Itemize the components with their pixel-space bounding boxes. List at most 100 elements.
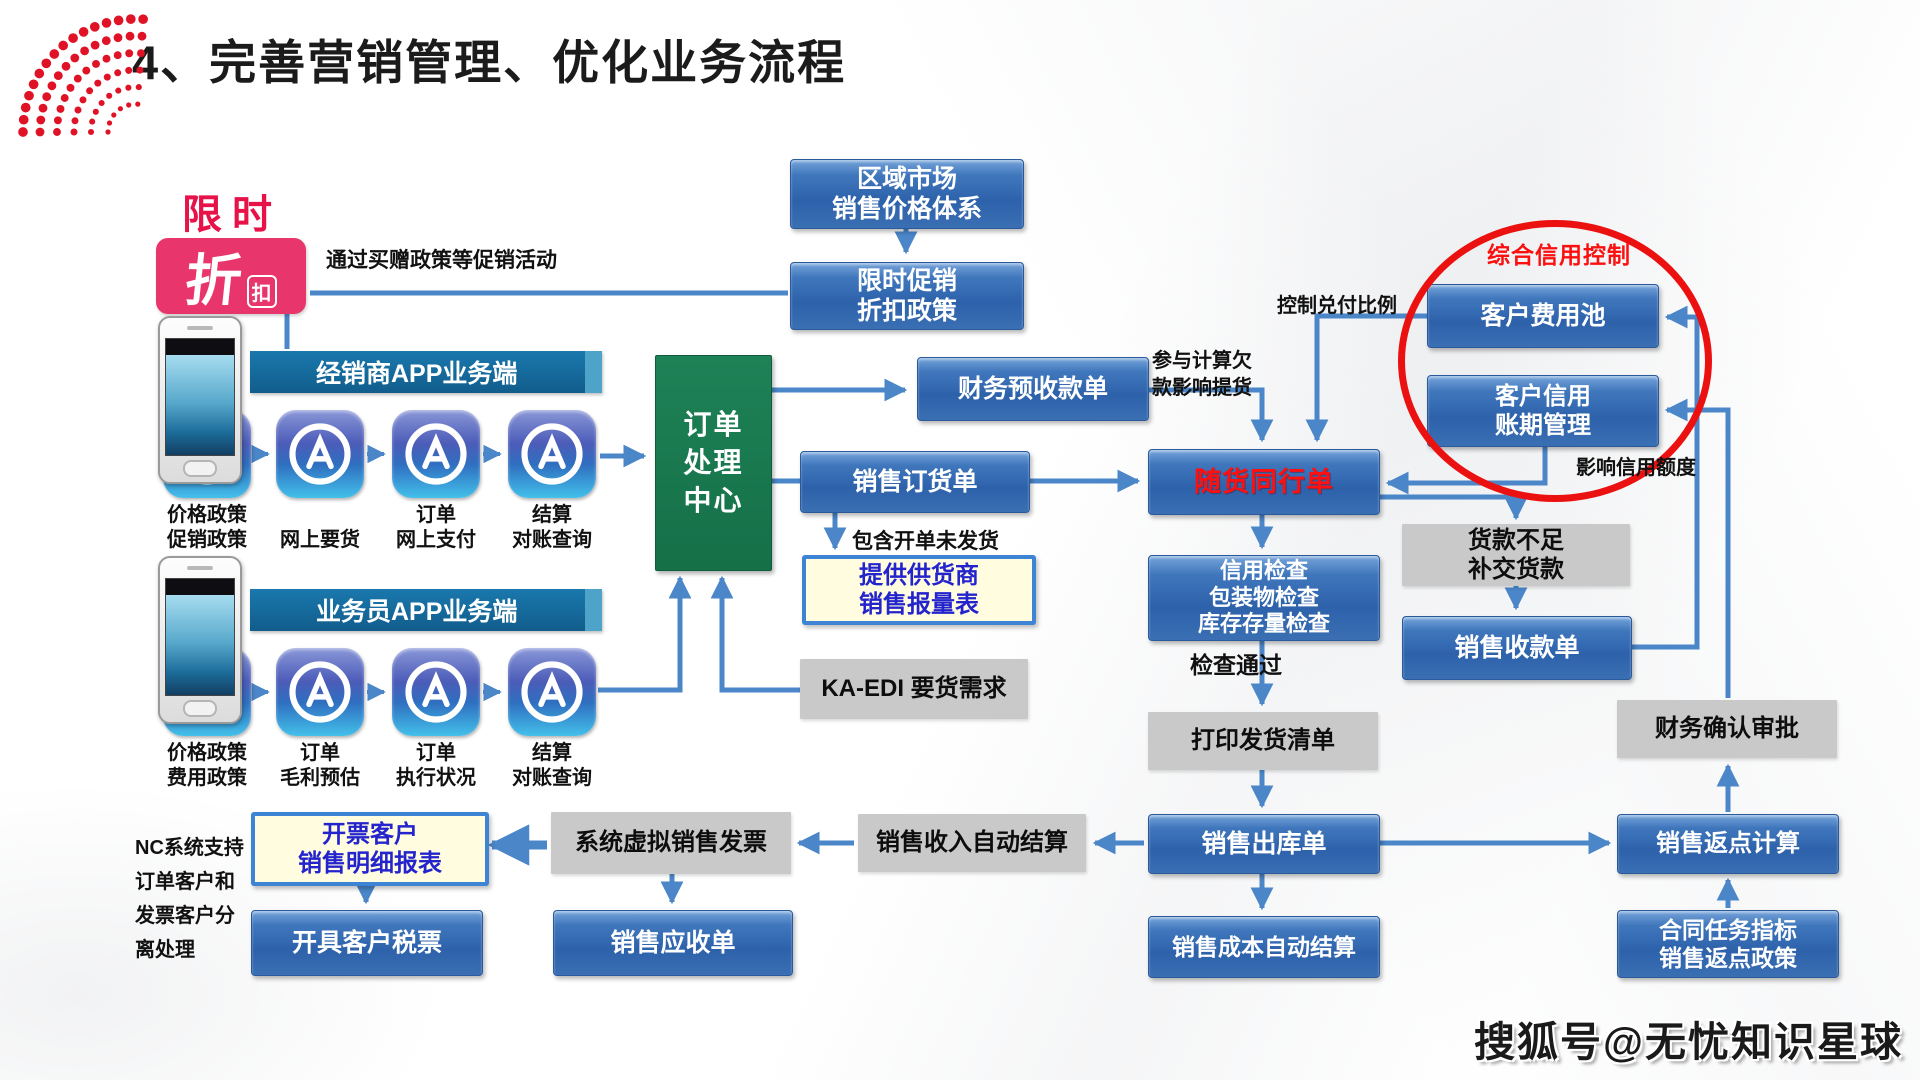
bar-accent — [585, 351, 602, 393]
app-label-line: 执行状况 — [396, 767, 476, 789]
box-line: 销售成本自动结算 — [1172, 933, 1356, 960]
phone-speaker — [187, 566, 213, 570]
app-store-icon — [392, 410, 480, 498]
box-contract-rebate-policy: 合同任务指标 销售返点政策 — [1617, 910, 1839, 978]
app-label-line — [255, 503, 385, 528]
smartphone-image — [158, 556, 242, 724]
phone-screen — [165, 338, 235, 456]
box-line: 销售返点计算 — [1656, 830, 1800, 858]
credit-control-highlight-ellipse — [1398, 220, 1712, 502]
app-label-line: 订单 — [416, 742, 456, 764]
app-label: 订单 毛利预估 — [255, 741, 385, 791]
box-payment-shortfall: 货款不足 补交货款 — [1402, 524, 1630, 586]
app-label-line: 订单 — [300, 742, 340, 764]
phone-home-button — [183, 460, 217, 477]
box-line: 销售明细报表 — [298, 850, 442, 877]
box-line: 销售应收单 — [610, 928, 736, 957]
app-label-line: 价格政策 — [167, 504, 247, 526]
box-line: 销售收款单 — [1454, 633, 1580, 662]
note-join-calc: 参与计算欠 款影响提货 — [1152, 348, 1252, 402]
note-check-passed: 检查通过 — [1190, 652, 1282, 678]
box-line: 开票客户 — [322, 820, 418, 848]
flash-discount-logo-main: 折 — [181, 248, 245, 312]
box-line: 包装物检查 — [1208, 584, 1319, 610]
box-credit-check: 信用检查 包装物检查 库存存量检查 — [1148, 555, 1380, 641]
box-line: 随货同行单 — [1194, 466, 1334, 497]
box-line: 提供供货商 — [859, 561, 979, 589]
app-label: 价格政策 费用政策 — [142, 741, 272, 791]
note-line: 发票客户分 — [135, 905, 235, 927]
box-line: 打印发货清单 — [1191, 727, 1335, 755]
salesman-app-bar: 业务员APP业务端 — [250, 589, 602, 631]
box-flash-promo-policy: 限时促销 折扣政策 — [790, 262, 1024, 330]
box-line: 订单 — [683, 409, 744, 440]
phone-speaker — [187, 326, 213, 330]
phone-home-button — [183, 700, 217, 717]
app-label-line: 结算 — [532, 742, 572, 764]
app-label-line: 费用政策 — [167, 767, 247, 789]
box-order-processing-center: 订单 处理 中心 — [655, 355, 772, 571]
phone-screen — [165, 578, 235, 696]
promo-note: 通过买赠政策等促销活动 — [326, 249, 557, 272]
box-line: 补交货款 — [1468, 556, 1564, 583]
note-nc-support: NC系统支持 订单客户和 发票客户分 离处理 — [135, 833, 244, 969]
box-sales-receipt-note: 销售收款单 — [1402, 616, 1632, 680]
app-label-line: 网上要货 — [280, 529, 360, 551]
box-line: 库存存量检查 — [1197, 611, 1330, 637]
box-sales-order: 销售订货单 — [800, 451, 1030, 513]
app-label: 网上要货 — [255, 503, 385, 553]
app-store-icon — [508, 410, 596, 498]
note-affect-credit: 影响信用额度 — [1576, 457, 1696, 479]
box-ka-edi-demand: KA-EDI 要货需求 — [800, 659, 1028, 719]
box-sales-receivable: 销售应收单 — [553, 910, 793, 976]
box-line: 折扣政策 — [856, 297, 957, 325]
note-line: 款影响提货 — [1152, 377, 1252, 399]
app-label-line: 结算 — [532, 504, 572, 526]
box-line: 处理 — [683, 447, 744, 478]
box-line: 财务预收款单 — [957, 374, 1108, 403]
note-line: 订单客户和 — [135, 871, 235, 893]
box-line: 销售出库单 — [1201, 829, 1327, 858]
box-line: 合同任务指标 — [1659, 916, 1797, 943]
box-line: 销售返点政策 — [1659, 945, 1797, 971]
box-line: 货款不足 — [1468, 526, 1564, 554]
flash-discount-logo-sub: 扣 — [246, 274, 277, 308]
app-label: 订单 网上支付 — [371, 503, 501, 553]
box-line: 区域市场 — [856, 164, 957, 193]
note-include-unshipped: 包含开单未发货 — [852, 530, 999, 553]
app-label: 订单 执行状况 — [371, 741, 501, 791]
box-line: 销售报量表 — [859, 591, 979, 618]
box-invoice-customer-report: 开票客户 销售明细报表 — [251, 812, 489, 886]
box-line: 信用检查 — [1219, 557, 1308, 583]
dealer-app-bar-label: 经销商APP业务端 — [316, 360, 518, 388]
box-finance-confirm-approve: 财务确认审批 — [1617, 700, 1837, 758]
app-store-icon — [276, 648, 364, 736]
box-supplier-sales-report: 提供供货商 销售报量表 — [802, 555, 1036, 625]
box-region-market: 区域市场 销售价格体系 — [790, 159, 1024, 229]
dealer-app-bar: 经销商APP业务端 — [250, 351, 602, 393]
box-system-virtual-invoice: 系统虚拟销售发票 — [551, 812, 791, 874]
box-line: 财务确认审批 — [1655, 715, 1799, 743]
box-print-shipping-list: 打印发货清单 — [1148, 712, 1378, 770]
app-label-line: 促销政策 — [167, 529, 247, 551]
app-label-line: 网上支付 — [396, 529, 476, 551]
box-delivery-note: 随货同行单 — [1148, 449, 1380, 515]
box-sales-cost-auto-settle: 销售成本自动结算 — [1148, 916, 1380, 978]
box-line: KA-EDI 要货需求 — [821, 675, 1007, 703]
box-issue-tax-invoice: 开具客户税票 — [251, 910, 483, 976]
app-store-icon — [508, 648, 596, 736]
box-finance-advance-receipt: 财务预收款单 — [917, 357, 1149, 421]
page-title: 4、完善营销管理、优化业务流程 — [132, 36, 847, 89]
app-label-line: 毛利预估 — [280, 767, 360, 789]
box-line: 销售订货单 — [852, 467, 978, 496]
box-line: 开具客户税票 — [291, 928, 442, 957]
app-label: 价格政策 促销政策 — [142, 503, 272, 553]
salesman-app-bar-label: 业务员APP业务端 — [316, 598, 518, 626]
box-sales-rebate-calc: 销售返点计算 — [1617, 814, 1839, 874]
flash-discount-logo-top: 限时 — [182, 193, 282, 237]
box-sales-income-auto-settle: 销售收入自动结算 — [858, 814, 1086, 872]
app-store-icon — [392, 648, 480, 736]
box-line: 系统虚拟销售发票 — [575, 829, 767, 857]
app-label-line: 对账查询 — [512, 529, 592, 551]
smartphone-image — [158, 316, 242, 484]
